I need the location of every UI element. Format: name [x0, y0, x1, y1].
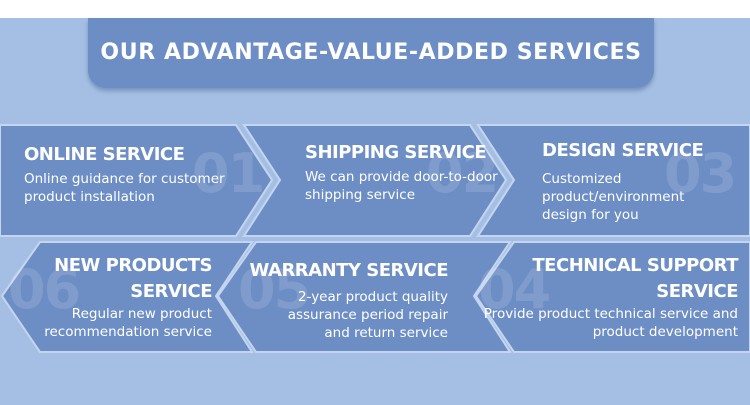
header-banner: OUR ADVANTAGE-VALUE-ADDED SERVICES [88, 18, 654, 88]
watermark-number-03: 03 [664, 142, 737, 205]
service-title: TECHNICAL SUPPORT SERVICE [532, 255, 738, 302]
service-description: Regular new product recommendation servi… [44, 306, 212, 340]
service-card-technical-support: TECHNICAL SUPPORT SERVICE Provide produc… [480, 253, 739, 341]
service-card-new-products: NEW PRODUCTS SERVICE Regular new product… [40, 253, 212, 341]
arrow-shape-03 [476, 124, 750, 237]
service-description: We can provide door-to-door shipping ser… [305, 169, 498, 203]
arrow-shape-04 [474, 241, 750, 353]
service-card-online: ONLINE SERVICE Online guidance for custo… [24, 142, 244, 206]
page-title: OUR ADVANTAGE-VALUE-ADDED SERVICES [100, 40, 642, 65]
service-title: SHIPPING SERVICE [305, 142, 487, 163]
service-card-design: DESIGN SERVICE Customized product/enviro… [542, 138, 742, 224]
service-title: ONLINE SERVICE [24, 144, 185, 165]
watermark-number-02: 02 [426, 142, 499, 205]
arrow-shape-05 [216, 241, 512, 353]
service-card-warranty: WARRANTY SERVICE 2-year product quality … [248, 258, 448, 342]
service-title: NEW PRODUCTS SERVICE [54, 255, 212, 302]
service-description: Provide product technical service and pr… [483, 306, 738, 340]
service-title: DESIGN SERVICE [542, 140, 704, 161]
arrow-shape-01 [0, 124, 274, 237]
watermark-number-06: 06 [8, 258, 81, 321]
watermark-number-05: 05 [238, 258, 311, 321]
service-card-shipping: SHIPPING SERVICE We can provide door-to-… [305, 140, 515, 204]
service-description: Online guidance for customer product ins… [24, 171, 225, 205]
service-title: WARRANTY SERVICE [249, 260, 448, 281]
service-description: Customized product/environment design fo… [542, 171, 685, 223]
watermark-number-04: 04 [478, 258, 551, 321]
watermark-number-01: 01 [192, 142, 265, 205]
arrow-shape-02 [242, 124, 508, 237]
service-description: 2-year product quality assurance period … [287, 289, 448, 341]
arrow-shape-06 [0, 241, 254, 353]
